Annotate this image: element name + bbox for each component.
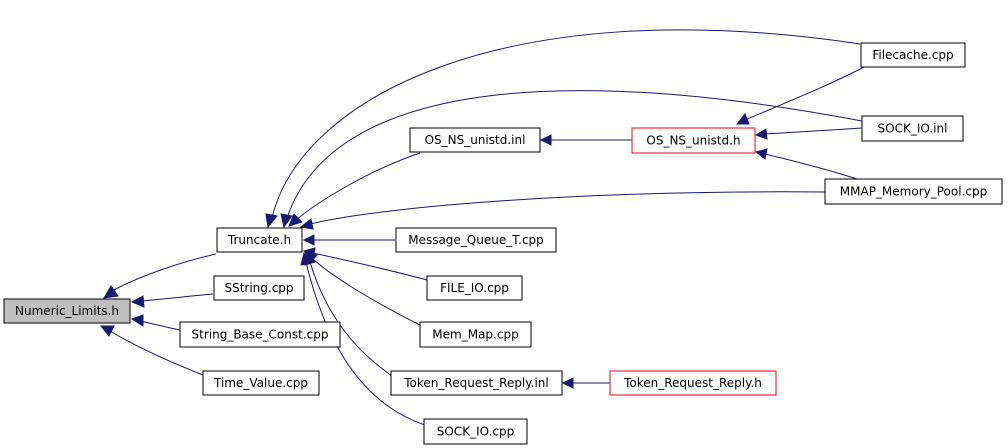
arrowhead xyxy=(300,251,312,266)
node-sock-io-cpp[interactable]: SOCK_IO.cpp xyxy=(423,418,528,445)
node-label: SOCK_IO.inl xyxy=(878,122,948,136)
node-sstring-cpp[interactable]: SString.cpp xyxy=(213,275,305,301)
node-label: Message_Queue_T.cpp xyxy=(408,233,544,247)
node-truncate-h[interactable]: Truncate.h xyxy=(216,227,303,253)
arrowhead xyxy=(302,234,315,246)
edge-time-value-to-numeric-limits xyxy=(109,330,204,376)
edge-token-inl-to-truncate xyxy=(309,261,393,377)
node-token-request-reply-inl[interactable]: Token_Request_Reply.inl xyxy=(390,370,563,396)
node-filecache-cpp[interactable]: Filecache.cpp xyxy=(860,42,966,68)
node-file-io-cpp[interactable]: FILE_IO.cpp xyxy=(426,275,523,301)
arrowhead xyxy=(130,314,144,327)
edge-mem-map-to-truncate xyxy=(311,257,421,326)
node-label: String_Base_Const.cpp xyxy=(192,328,329,342)
node-label: OS_NS_unistd.inl xyxy=(425,133,526,147)
arrowhead xyxy=(103,285,119,299)
edge-string-base-const-to-numeric-limits xyxy=(139,320,181,331)
arrowhead xyxy=(539,134,552,146)
arrowhead xyxy=(735,113,750,125)
arrowhead xyxy=(288,213,303,227)
edge-filecache-to-os-ns-unistd-h xyxy=(744,65,867,121)
node-label: Mem_Map.cpp xyxy=(432,328,518,342)
edge-mmap-to-os-ns-unistd-h xyxy=(764,153,861,181)
node-token-request-reply-h[interactable]: Token_Request_Reply.h xyxy=(609,370,777,396)
node-label: Truncate.h xyxy=(227,233,291,247)
node-string-base-const-cpp[interactable]: String_Base_Const.cpp xyxy=(179,321,341,348)
node-numeric-limits-h[interactable]: Numeric_Limits.h xyxy=(3,298,131,324)
arrowhead xyxy=(754,128,768,140)
node-label: Numeric_Limits.h xyxy=(15,304,119,318)
node-label: Filecache.cpp xyxy=(872,48,953,62)
node-mmap-memory-pool-cpp[interactable]: MMAP_Memory_Pool.cpp xyxy=(824,178,1003,205)
node-os-ns-unistd-h[interactable]: OS_NS_unistd.h xyxy=(631,127,756,154)
node-sock-io-inl[interactable]: SOCK_IO.inl xyxy=(861,115,964,142)
nodes: Numeric_Limits.h Truncate.h SString.cpp … xyxy=(3,42,1003,445)
edge-os-ns-unistd-inl-to-truncate xyxy=(295,152,421,221)
edge-sock-io-inl-to-os-ns-unistd-h xyxy=(764,127,863,135)
arrowhead xyxy=(265,213,278,229)
edge-sstring-to-numeric-limits xyxy=(139,293,214,302)
edges xyxy=(99,29,867,426)
node-label: OS_NS_unistd.h xyxy=(646,134,740,148)
arrowhead xyxy=(561,377,574,389)
edge-mmap-to-truncate xyxy=(309,191,826,225)
node-label: MMAP_Memory_Pool.cpp xyxy=(840,185,987,199)
edge-file-io-to-truncate xyxy=(312,252,428,281)
node-label: Token_Request_Reply.h xyxy=(623,376,762,390)
node-label: SOCK_IO.cpp xyxy=(437,425,514,439)
arrowhead xyxy=(280,213,293,229)
node-message-queue-t-cpp[interactable]: Message_Queue_T.cpp xyxy=(395,227,557,253)
node-mem-map-cpp[interactable]: Mem_Map.cpp xyxy=(419,321,532,348)
node-label: Time_Value.cpp xyxy=(213,376,308,390)
edge-filecache-to-truncate xyxy=(271,29,861,219)
node-label: FILE_IO.cpp xyxy=(440,281,509,295)
node-time-value-cpp[interactable]: Time_Value.cpp xyxy=(202,370,320,396)
node-label: SString.cpp xyxy=(224,281,293,295)
edge-sock-io-cpp-to-truncate xyxy=(305,261,426,426)
edge-truncate-to-numeric-limits xyxy=(111,253,217,292)
edge-sock-io-inl-to-truncate xyxy=(286,90,863,219)
node-label: Token_Request_Reply.inl xyxy=(403,376,549,390)
arrowhead xyxy=(99,325,115,337)
node-os-ns-unistd-inl[interactable]: OS_NS_unistd.inl xyxy=(409,127,541,153)
arrowhead xyxy=(754,148,768,160)
arrowhead xyxy=(299,218,314,230)
arrowhead xyxy=(130,295,145,308)
